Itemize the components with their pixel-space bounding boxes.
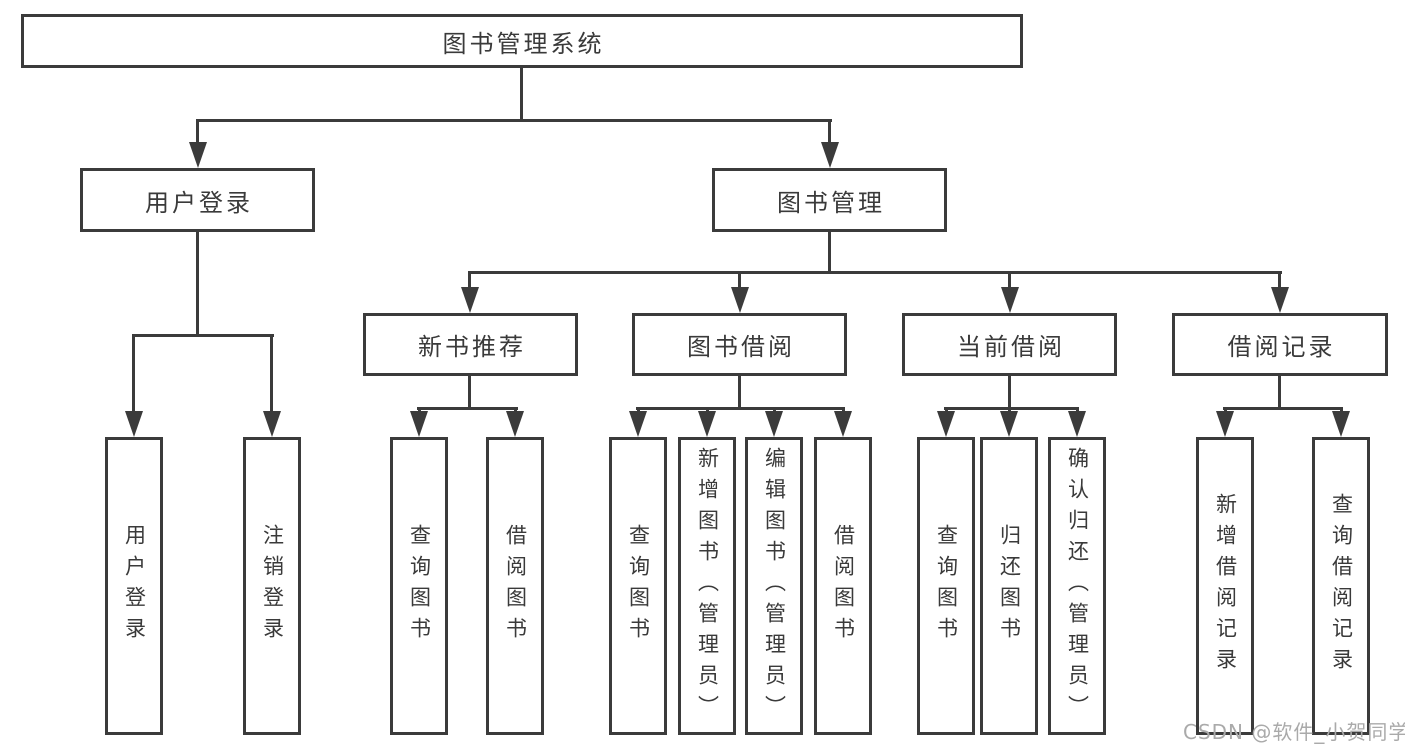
connector-line: [468, 271, 471, 289]
arrow-down-icon: [410, 411, 428, 437]
node-borrow-records-label: 借阅记录: [1227, 333, 1336, 361]
node-borrow-records: 借阅记录: [1172, 313, 1388, 376]
node-user-login-label: 用户登录: [145, 188, 253, 217]
leaf-add-book-admin: 新增图书（管理员）: [678, 437, 736, 735]
arrow-down-icon: [1000, 411, 1018, 437]
leaf-edit-book-admin: 编辑图书（管理员）: [745, 437, 803, 735]
connector-line: [1008, 375, 1011, 409]
connector-line: [417, 407, 518, 410]
node-book-management-label: 图书管理: [777, 188, 885, 217]
leaf-query-book-newbook: 查询图书: [390, 437, 448, 735]
leaf-add-book-admin-label: 新增图书（管理员）: [695, 446, 720, 726]
connector-line: [738, 375, 741, 409]
leaf-query-borrow-record: 查询借阅记录: [1312, 437, 1370, 735]
arrow-down-icon: [263, 411, 281, 437]
arrow-down-icon: [1068, 411, 1086, 437]
leaf-edit-book-admin-label: 编辑图书（管理员）: [762, 446, 787, 726]
node-current-borrow: 当前借阅: [902, 313, 1117, 376]
leaf-query-book-borrow: 查询图书: [609, 437, 667, 735]
csdn-watermark: CSDN @软件_小贺同学: [1183, 720, 1405, 744]
connector-line: [468, 375, 471, 409]
arrow-down-icon: [937, 411, 955, 437]
arrow-down-icon: [698, 411, 716, 437]
arrow-down-icon: [461, 287, 479, 313]
arrow-down-icon: [506, 411, 524, 437]
connector-line: [636, 407, 845, 410]
leaf-return-book-label: 归还图书: [997, 524, 1022, 648]
connector-line: [196, 231, 199, 335]
connector-line: [1223, 407, 1343, 410]
node-new-book-recommend: 新书推荐: [363, 313, 578, 376]
node-library-system: 图书管理系统: [21, 14, 1023, 68]
connector-line: [1008, 271, 1011, 289]
leaf-borrow-book-newbook-label: 借阅图书: [503, 524, 528, 648]
node-book-borrow-label: 图书借阅: [687, 333, 795, 361]
arrow-down-icon: [1216, 411, 1234, 437]
connector-line: [944, 407, 1079, 410]
arrow-down-icon: [189, 142, 207, 168]
connector-line: [132, 334, 274, 337]
arrow-down-icon: [629, 411, 647, 437]
leaf-logout-label: 注销登录: [260, 524, 285, 648]
connector-line: [468, 271, 1282, 274]
connector-line: [196, 119, 832, 122]
leaf-user-login: 用户登录: [105, 437, 163, 735]
leaf-add-borrow-record: 新增借阅记录: [1196, 437, 1254, 735]
leaf-user-login-label: 用户登录: [122, 524, 147, 648]
arrow-down-icon: [821, 142, 839, 168]
leaf-return-book: 归还图书: [980, 437, 1038, 735]
connector-line: [196, 119, 199, 145]
connector-line: [132, 334, 135, 413]
arrow-down-icon: [765, 411, 783, 437]
leaf-confirm-return-admin: 确认归还（管理员）: [1048, 437, 1106, 735]
connector-line: [270, 334, 273, 413]
leaf-borrow-book: 借阅图书: [814, 437, 872, 735]
connector-line: [1278, 375, 1281, 409]
connector-line: [520, 67, 523, 121]
arrow-down-icon: [731, 287, 749, 313]
leaf-query-book-current: 查询图书: [917, 437, 975, 735]
arrow-down-icon: [1271, 287, 1289, 313]
connector-line: [828, 231, 831, 273]
node-book-borrow: 图书借阅: [632, 313, 847, 376]
node-book-management: 图书管理: [712, 168, 947, 232]
arrow-down-icon: [1332, 411, 1350, 437]
leaf-logout: 注销登录: [243, 437, 301, 735]
arrow-down-icon: [125, 411, 143, 437]
leaf-query-book-newbook-label: 查询图书: [407, 524, 432, 648]
leaf-query-borrow-record-label: 查询借阅记录: [1329, 493, 1354, 679]
connector-line: [828, 119, 831, 145]
leaf-borrow-book-label: 借阅图书: [831, 524, 856, 648]
connector-line: [738, 271, 741, 289]
node-user-login: 用户登录: [80, 168, 315, 232]
node-new-book-recommend-label: 新书推荐: [418, 333, 526, 361]
node-library-system-label: 图书管理系统: [442, 29, 605, 58]
leaf-query-book-current-label: 查询图书: [934, 524, 959, 648]
leaf-add-borrow-record-label: 新增借阅记录: [1213, 493, 1238, 679]
leaf-confirm-return-admin-label: 确认归还（管理员）: [1065, 446, 1090, 726]
arrow-down-icon: [834, 411, 852, 437]
leaf-query-book-borrow-label: 查询图书: [626, 524, 651, 648]
node-current-borrow-label: 当前借阅: [957, 333, 1065, 361]
leaf-borrow-book-newbook: 借阅图书: [486, 437, 544, 735]
arrow-down-icon: [1001, 287, 1019, 313]
connector-line: [1278, 271, 1281, 289]
